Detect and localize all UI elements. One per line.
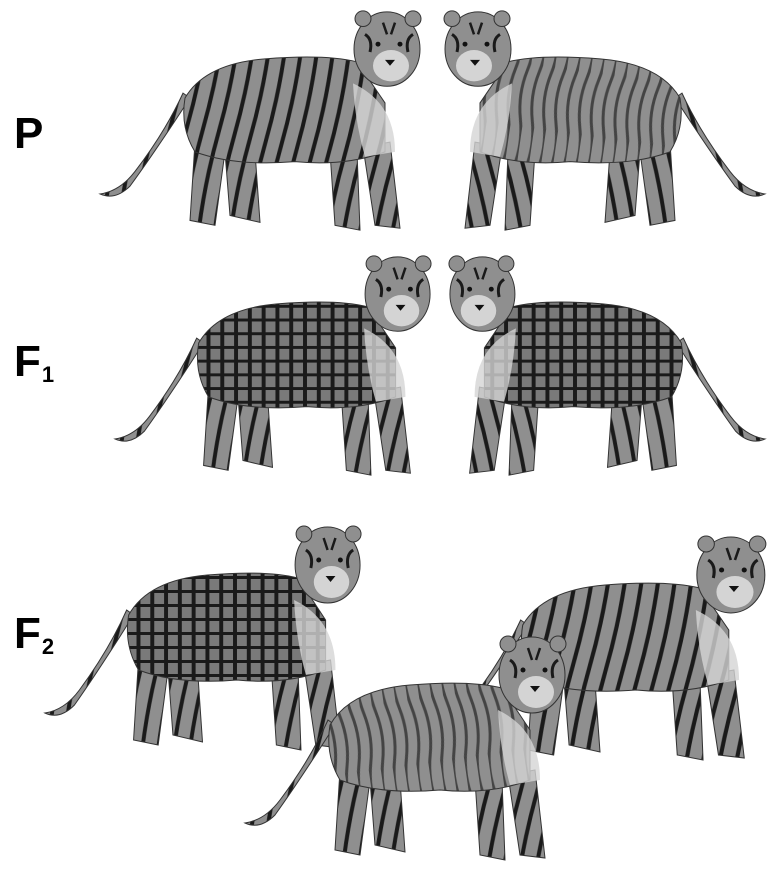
label-f1: F1 — [14, 340, 54, 386]
tiger-illustration — [240, 630, 570, 870]
label-f2-text: F — [14, 609, 41, 658]
label-f1-sub: 1 — [42, 362, 54, 387]
label-p: P — [14, 112, 44, 158]
tiger-illustration — [445, 250, 770, 485]
tiger-illustration — [440, 5, 770, 240]
label-p-text: P — [14, 109, 43, 158]
tiger-f1-right — [445, 250, 770, 485]
tiger-p-right — [440, 5, 770, 240]
tiger-f2-wavy — [240, 630, 570, 870]
tiger-illustration — [95, 5, 425, 240]
tiger-f1-left — [110, 250, 435, 485]
tiger-p-left — [95, 5, 425, 240]
label-f1-text: F — [14, 337, 41, 386]
tiger-illustration — [110, 250, 435, 485]
